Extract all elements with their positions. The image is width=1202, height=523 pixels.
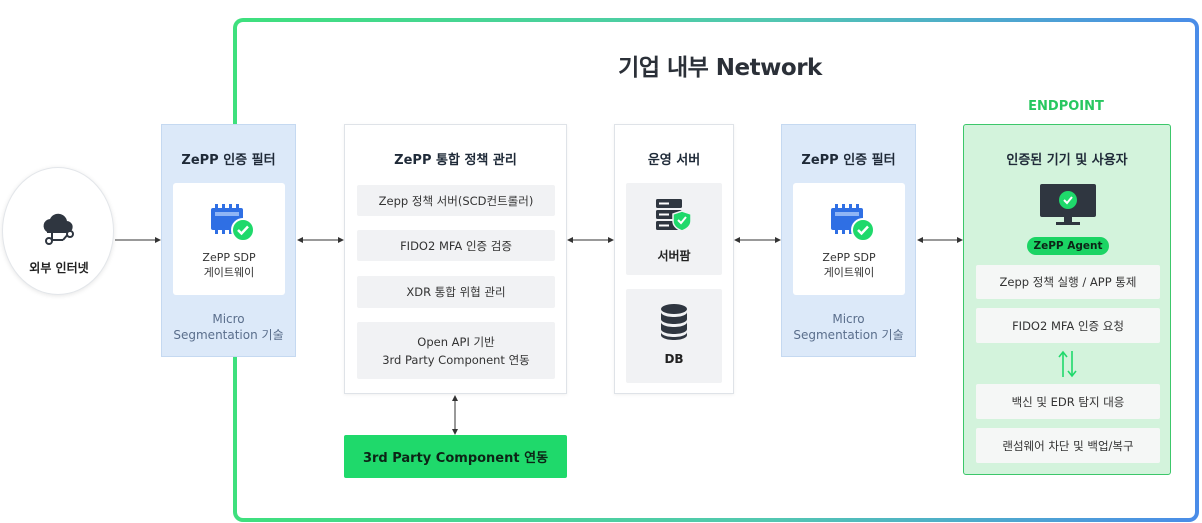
filter-right-title: ZePP 인증 필터 — [801, 153, 896, 168]
gateway-label-line1: ZePP SDP — [822, 251, 876, 264]
database-icon — [661, 304, 687, 340]
policy-item-text: FIDO2 MFA 인증 검증 — [400, 238, 512, 253]
external-internet-node: 외부 인터넷 — [2, 167, 114, 295]
db-card: DB — [626, 289, 722, 383]
endpoint-item: 랜섬웨어 차단 및 백업/복구 — [976, 428, 1160, 463]
policy-item: XDR 통합 위협 관리 — [357, 276, 555, 308]
policy-title: ZePP 통합 정책 관리 — [394, 153, 517, 168]
server-farm-label: 서버팜 — [657, 249, 691, 263]
gateway-shield-icon — [211, 204, 255, 242]
zepp-agent-badge: ZePP Agent — [1027, 237, 1109, 255]
policy-item: FIDO2 MFA 인증 검증 — [357, 230, 555, 261]
endpoint-panel: 인증된 기기 및 사용자 ZePP Agent Zepp 정책 실행 / APP… — [963, 124, 1171, 475]
policy-item: Open API 기반 3rd Party Component 연동 — [357, 322, 555, 379]
gateway-label-line1: ZePP SDP — [202, 251, 256, 264]
policy-item-text: 3rd Party Component 연동 — [382, 352, 530, 367]
gateway-label-line2: 게이트웨이 — [823, 266, 875, 279]
filter-foot-line1: Micro — [212, 312, 245, 326]
sdp-gateway-card-right: ZePP SDP 게이트웨이 — [793, 183, 905, 295]
external-internet-label: 외부 인터넷 — [29, 261, 89, 275]
policy-item-text: Zepp 정책 서버(SCD컨트롤러) — [378, 193, 534, 208]
third-party-component-box: 3rd Party Component 연동 — [344, 435, 567, 478]
filter-foot-line1: Micro — [832, 312, 865, 326]
db-label: DB — [664, 352, 684, 366]
gateway-label-line2: 게이트웨이 — [203, 266, 255, 279]
filter-foot-line2: Segmentation 기술 — [173, 328, 284, 342]
filter-foot-line2: Segmentation 기술 — [793, 328, 904, 342]
zepp-filter-left: ZePP 인증 필터 ZePP SDP 게이트웨이 Micro Segmenta… — [161, 124, 296, 357]
policy-item-text: XDR 통합 위협 관리 — [406, 285, 506, 299]
zepp-filter-right: ZePP 인증 필터 ZePP SDP 게이트웨이 Micro Segmenta… — [781, 124, 916, 357]
server-farm-card: 서버팜 — [626, 183, 722, 275]
endpoint-item: FIDO2 MFA 인증 요청 — [976, 308, 1160, 343]
bidirectional-arrows-icon — [1058, 350, 1077, 378]
server-shield-icon — [656, 199, 692, 232]
endpoint-heading: ENDPOINT — [1028, 99, 1104, 114]
endpoint-title: 인증된 기기 및 사용자 — [1006, 153, 1128, 168]
diagram-title: 기업 내부 Network — [618, 55, 822, 81]
monitor-check-icon — [1040, 184, 1096, 225]
policy-item-text: Open API 기반 — [417, 334, 495, 349]
endpoint-item: 백신 및 EDR 탐지 대응 — [976, 384, 1160, 419]
operations-server-panel: 운영 서버 서버팜 DB — [614, 124, 734, 394]
gateway-shield-icon — [831, 204, 875, 242]
policy-management-panel: ZePP 통합 정책 관리 Zepp 정책 서버(SCD컨트롤러) FIDO2 … — [344, 124, 567, 394]
policy-item: Zepp 정책 서버(SCD컨트롤러) — [357, 185, 555, 216]
sdp-gateway-card-left: ZePP SDP 게이트웨이 — [173, 183, 285, 295]
filter-left-title: ZePP 인증 필터 — [181, 153, 276, 168]
ops-title: 운영 서버 — [647, 153, 701, 168]
cloud-network-icon — [43, 213, 74, 245]
endpoint-item: Zepp 정책 실행 / APP 통제 — [976, 265, 1160, 299]
